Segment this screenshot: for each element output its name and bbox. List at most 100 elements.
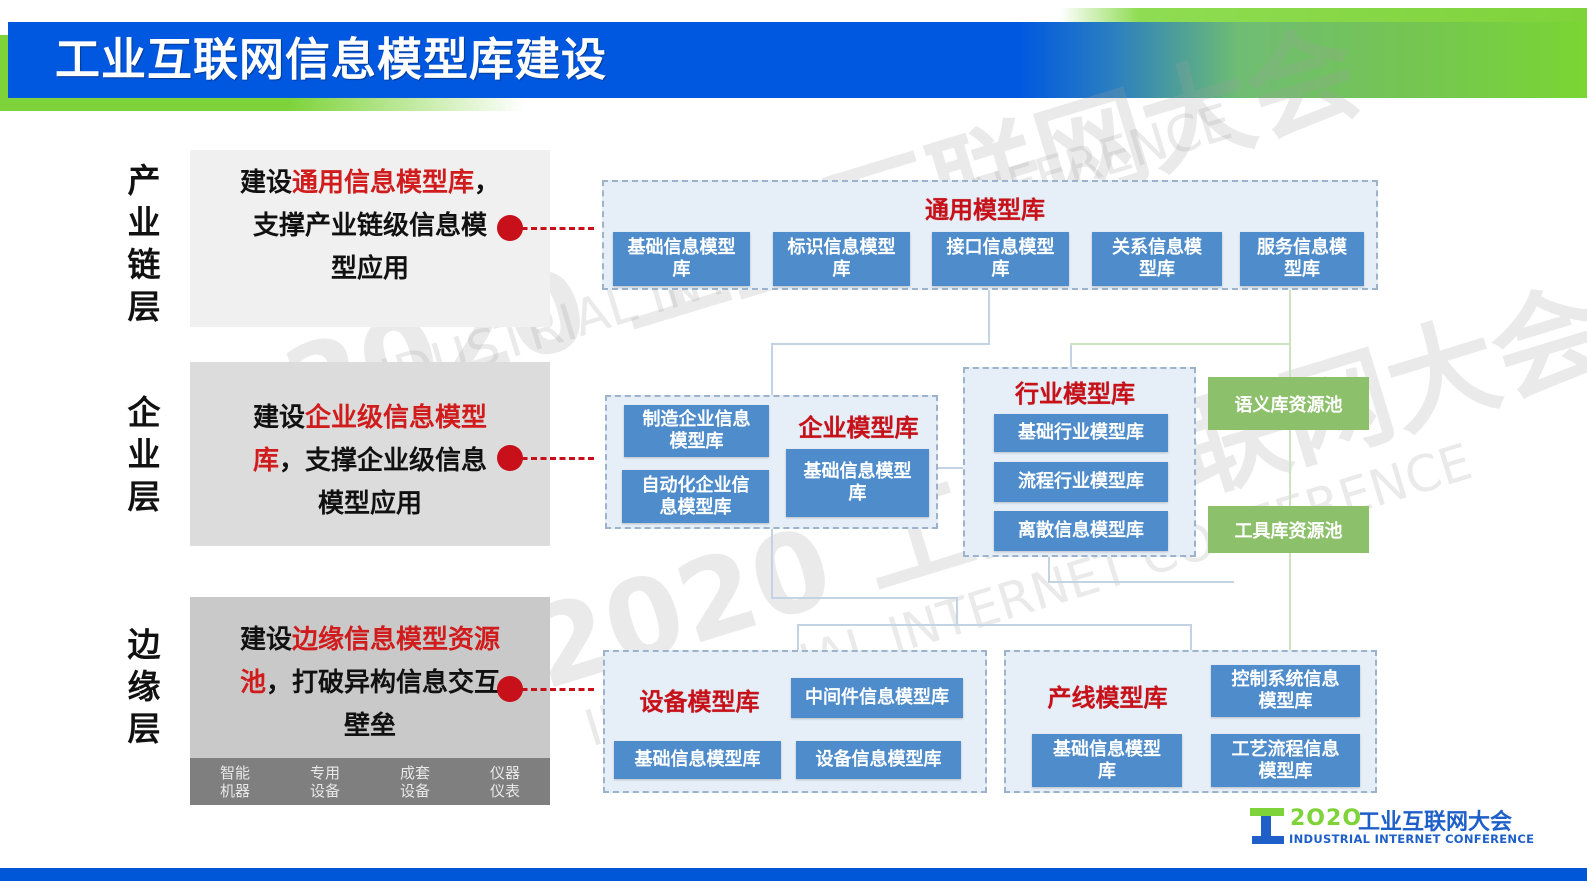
text: 息模型库 — [659, 496, 732, 518]
device-complete-equipment: 成套设备 — [385, 764, 445, 800]
label-char: 企 — [127, 393, 161, 432]
text: ， — [474, 168, 501, 198]
group-title: 企业模型库 — [798, 414, 919, 442]
connector-line — [937, 467, 964, 469]
panel-line: 库，支撑企业级信息 — [190, 440, 550, 483]
text: 设备 — [399, 781, 430, 800]
label-char: 边 — [127, 625, 161, 664]
highlight-text: 库 — [252, 446, 279, 476]
label-char: 链 — [127, 245, 161, 284]
text: 基础信息模型 — [803, 461, 912, 482]
resource-pool-tools: 工具库资源池 — [1208, 506, 1369, 553]
panel-line: 壁垒 — [190, 705, 550, 748]
connector-line — [797, 624, 799, 650]
text: 库 — [1098, 760, 1116, 782]
highlight-text: 池 — [239, 668, 266, 698]
text: 控制系统信息 — [1231, 669, 1340, 690]
text: 接口信息模型 — [946, 237, 1055, 258]
connector-line — [988, 290, 990, 344]
text: 标识信息模型 — [787, 237, 896, 258]
panel-line: 池，打破异构信息交互 — [190, 662, 550, 705]
connector-line — [1070, 343, 1072, 367]
module-box: 控制系统信息模型库 — [1211, 665, 1360, 717]
panel-industry-chain: 建设通用信息模型库， 支撑产业链级信息模 型应用 — [190, 150, 550, 327]
panel-line: 建设边缘信息模型资源 — [190, 619, 550, 662]
text: 自动化企业信 — [641, 474, 750, 496]
label-char: 层 — [127, 709, 161, 748]
text: 型库 — [1284, 259, 1320, 280]
panel-line: 支撑产业链级信息模 — [190, 205, 550, 248]
highlight-text: 通用信息模型库 — [291, 168, 474, 198]
text: 模型应用 — [317, 489, 422, 519]
label-char: 产 — [127, 161, 161, 200]
panel-line: 建设企业级信息模型 — [190, 397, 550, 440]
text: 工艺流程信息 — [1231, 738, 1340, 760]
layer-label-enterprise: 企 业 层 — [124, 392, 164, 518]
text: 关系信息模 — [1112, 237, 1202, 258]
connector-line — [956, 597, 958, 625]
layer-label-industry-chain: 产 业 链 层 — [124, 160, 164, 328]
connector-dash — [512, 227, 594, 230]
text: 建设 — [239, 625, 292, 655]
module-box: 基础信息模型库 — [1032, 734, 1182, 787]
text: 型库 — [1139, 259, 1175, 280]
device-smart-machine: 智能机器 — [205, 764, 265, 800]
header-bar — [8, 22, 1587, 98]
text: 壁垒 — [343, 711, 396, 741]
text: 成套 — [399, 763, 430, 782]
text: 模型库 — [1258, 691, 1313, 712]
connector-line — [797, 624, 1192, 626]
module-box: 制造企业信息模型库 — [624, 405, 769, 457]
panel-line: 型应用 — [190, 248, 550, 291]
text: 建设 — [252, 403, 305, 433]
text: 型应用 — [330, 254, 409, 284]
group-title: 通用模型库 — [925, 196, 1045, 224]
highlight-text: 企业级信息模型 — [305, 403, 488, 433]
highlight-text: 边缘信息模型资源 — [292, 625, 501, 655]
connector-dash — [512, 457, 594, 460]
text: 智能 — [219, 763, 250, 782]
text: ，支撑企业级信息 — [279, 446, 488, 476]
conference-logo-icon — [1250, 808, 1284, 844]
logo-year: 2O2O — [1290, 806, 1363, 831]
header-accent-green-right — [1060, 8, 1587, 24]
label-char: 业 — [127, 203, 161, 242]
module-box: 中间件信息模型库 — [791, 678, 963, 718]
group-title: 产线模型库 — [1047, 684, 1168, 712]
module-box: 标识信息模型库 — [773, 232, 910, 286]
device-strip: 智能机器 专用设备 成套设备 仪器仪表 — [190, 758, 550, 805]
connector-line — [1070, 343, 1290, 345]
connector-line — [1289, 290, 1291, 650]
module-box: 基础信息模型库 — [786, 449, 929, 517]
text: 基础信息模型 — [1053, 738, 1161, 760]
module-box: 服务信息模型库 — [1240, 232, 1364, 286]
group-title: 设备模型库 — [639, 688, 760, 716]
connector-line — [1190, 624, 1192, 650]
text: 支撑产业链级信息模 — [252, 211, 487, 241]
text: 基础信息模型 — [627, 237, 736, 258]
text: 制造企业信息 — [642, 409, 751, 430]
label-char: 层 — [127, 477, 161, 516]
module-box: 基础信息模型库 — [614, 741, 781, 779]
module-box: 设备信息模型库 — [796, 741, 961, 779]
label-char: 业 — [127, 435, 161, 474]
module-box: 流程行业模型库 — [994, 462, 1168, 502]
module-box: 离散信息模型库 — [994, 511, 1168, 551]
text: 设备 — [309, 781, 340, 800]
panel-enterprise: 建设企业级信息模型 库，支撑企业级信息 模型应用 — [190, 362, 550, 546]
module-box: 基础信息模型库 — [613, 232, 750, 286]
text: 库 — [672, 259, 691, 280]
resource-pool-semantic: 语义库资源池 — [1208, 377, 1369, 430]
module-box: 工艺流程信息模型库 — [1211, 734, 1360, 787]
text: 仪表 — [489, 781, 520, 800]
text: ，打破异构信息交互 — [266, 668, 501, 698]
connector-line — [1048, 556, 1050, 582]
text: 仪器 — [489, 763, 520, 782]
connector-line — [1048, 581, 1234, 583]
text: 机器 — [219, 781, 250, 800]
page-title: 工业互联网信息模型库建设 — [55, 33, 608, 86]
module-box: 接口信息模型库 — [932, 232, 1069, 286]
connector-line — [771, 343, 990, 345]
module-box: 基础行业模型库 — [994, 414, 1168, 452]
panel-line: 建设通用信息模型库， — [190, 162, 550, 205]
